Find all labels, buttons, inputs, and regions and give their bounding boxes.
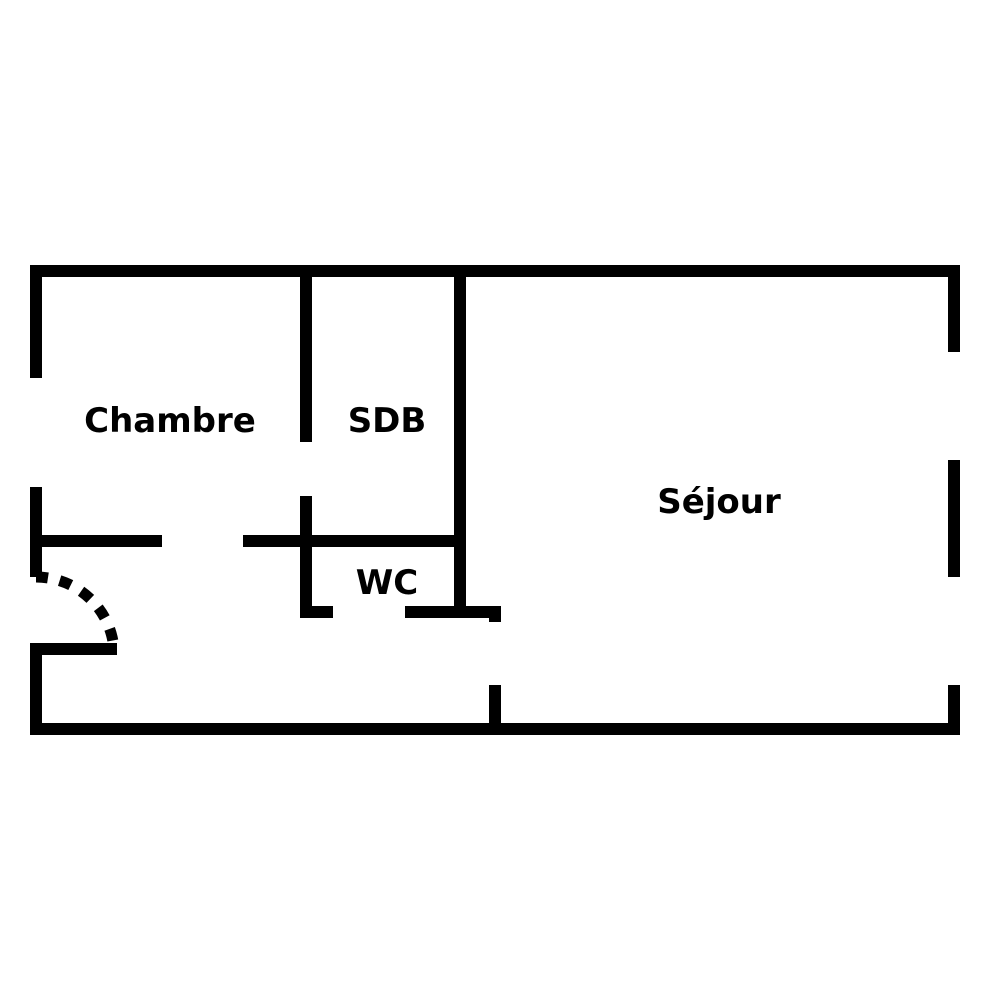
wall-left-lower	[30, 643, 42, 735]
room-label-wc: WC	[356, 563, 418, 603]
wall-wc-bottom-left	[300, 606, 333, 618]
wall-wc-bottom-tick	[489, 606, 501, 622]
wall-sdb-sejour	[454, 265, 466, 618]
wall-left-middle	[30, 487, 42, 577]
room-label-chambre: Chambre	[84, 401, 256, 441]
wall-chambre-bottom-left	[30, 535, 162, 547]
wall-entry	[30, 643, 117, 655]
wall-sejour-stub	[489, 685, 501, 735]
wall-chambre-bottom-right	[243, 535, 460, 547]
wall-wc-bottom-right	[405, 606, 501, 618]
door-swing-arc	[35, 571, 120, 651]
wall-chambre-sdb-lower	[300, 496, 312, 618]
wall-top	[30, 265, 960, 277]
room-label-sejour: Séjour	[657, 482, 781, 522]
wall-right-upper	[948, 265, 960, 352]
wall-right-middle	[948, 460, 960, 577]
room-label-sdb: SDB	[348, 401, 427, 441]
wall-chambre-sdb-upper	[300, 265, 312, 442]
wall-right-lower	[948, 685, 960, 735]
wall-left-upper	[30, 265, 42, 378]
walls	[30, 265, 960, 735]
